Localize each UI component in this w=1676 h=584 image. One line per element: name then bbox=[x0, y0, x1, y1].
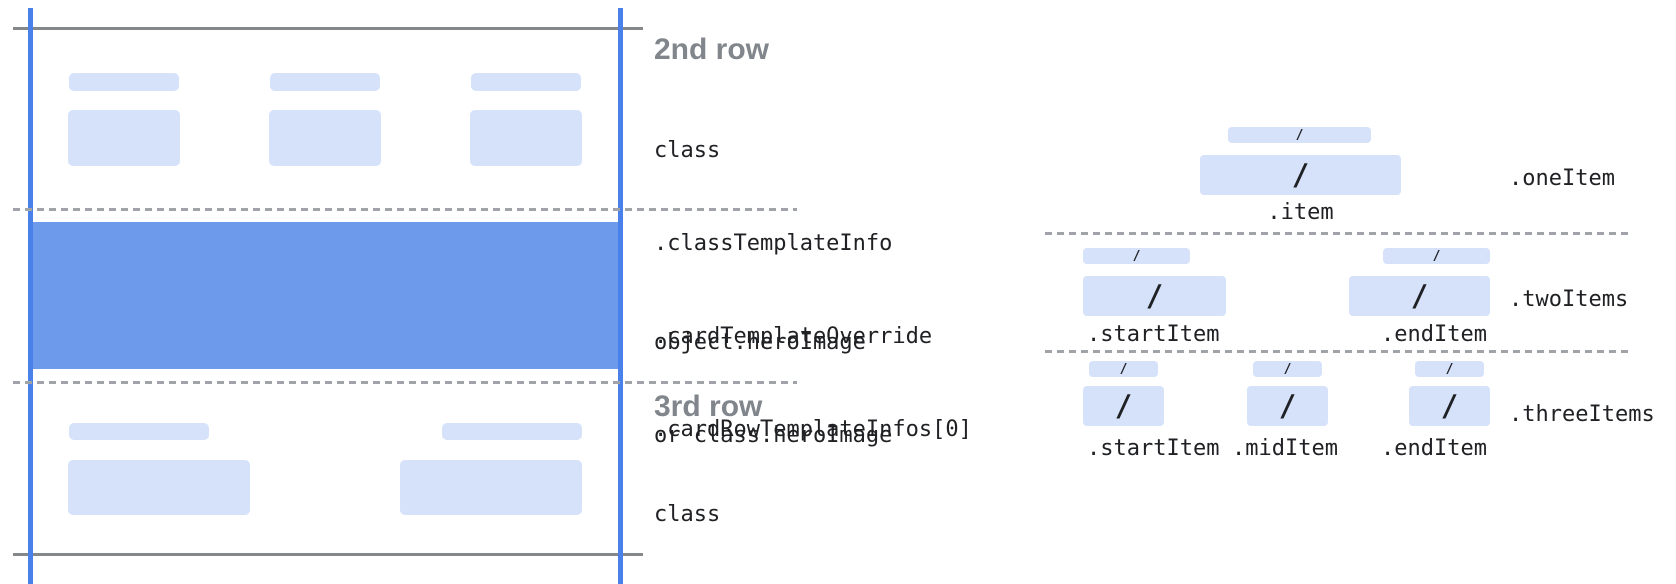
one-item-label-bar: / bbox=[1228, 127, 1371, 143]
row2-code-line: .classTemplateInfo bbox=[654, 231, 893, 256]
hero-code-line: or class.heroImage bbox=[654, 423, 893, 448]
slash-mark: / bbox=[1283, 361, 1292, 377]
three-items-side-label: .threeItems bbox=[1509, 402, 1655, 427]
three-items-mid-field-bar: / bbox=[1247, 386, 1328, 426]
item-separator-dashed-1 bbox=[1045, 232, 1630, 235]
slash-mark: / bbox=[1410, 279, 1429, 313]
row2-col3-field-placeholder bbox=[470, 110, 582, 166]
slash-mark: / bbox=[1291, 158, 1310, 192]
one-item-field-bar: / bbox=[1200, 155, 1401, 195]
slash-mark: / bbox=[1440, 389, 1459, 423]
row2-col1-label-placeholder bbox=[69, 73, 179, 91]
one-item-item-label: .item bbox=[1267, 200, 1334, 225]
three-items-mid-label-bar: / bbox=[1253, 361, 1322, 377]
slash-mark: / bbox=[1132, 248, 1141, 264]
two-items-end-field-bar: / bbox=[1349, 276, 1490, 316]
hero-code-line: object.heroImage bbox=[654, 330, 866, 355]
one-item-side-label: .oneItem bbox=[1509, 166, 1615, 191]
two-items-start-label-bar: / bbox=[1083, 248, 1190, 264]
slash-mark: / bbox=[1119, 361, 1128, 377]
row-separator-dashed-bottom bbox=[13, 381, 797, 384]
row3-heading: 3rd row bbox=[654, 390, 763, 423]
item-separator-dashed-2 bbox=[1045, 350, 1630, 353]
slash-mark: / bbox=[1278, 389, 1297, 423]
three-items-start-field-bar: / bbox=[1083, 386, 1164, 426]
card-right-margin-line bbox=[618, 8, 623, 584]
row3-end-field-placeholder bbox=[400, 460, 582, 515]
two-items-side-label: .twoItems bbox=[1509, 287, 1629, 312]
hero-code-block: object.heroImage or class.heroImage bbox=[654, 265, 892, 513]
two-items-end-label-bar: / bbox=[1383, 248, 1490, 264]
three-items-start-label-bar: / bbox=[1089, 361, 1158, 377]
row3-start-label-placeholder bbox=[69, 423, 209, 440]
card-left-margin-line bbox=[28, 8, 33, 584]
three-items-start-label: .startItem bbox=[1087, 436, 1220, 461]
card-bottom-edge-line bbox=[13, 553, 643, 556]
two-items-end-label: .endItem bbox=[1381, 322, 1487, 347]
row3-code-block: class .classTemplateInfo .cardTemplateOv… bbox=[654, 437, 972, 584]
three-items-end-label-bar: / bbox=[1415, 361, 1484, 377]
two-items-start-label: .startItem bbox=[1087, 322, 1220, 347]
row2-code-line: .cardTemplateOverride bbox=[654, 324, 933, 349]
slash-mark: / bbox=[1432, 248, 1441, 264]
slash-mark: / bbox=[1295, 127, 1304, 143]
row2-code-block: class .classTemplateInfo .cardTemplateOv… bbox=[654, 73, 972, 507]
row2-code-line: .cardRowTemplateInfos[0] bbox=[654, 417, 972, 442]
row-separator-dashed-top bbox=[13, 208, 797, 211]
card-top-edge-line bbox=[13, 27, 643, 30]
three-items-end-label: .endItem bbox=[1381, 436, 1487, 461]
three-items-mid-label: .midItem bbox=[1232, 436, 1338, 461]
row3-end-label-placeholder bbox=[442, 423, 582, 440]
slash-mark: / bbox=[1145, 279, 1164, 313]
row3-start-field-placeholder bbox=[68, 460, 250, 515]
two-items-start-field-bar: / bbox=[1083, 276, 1226, 316]
row2-heading: 2nd row bbox=[654, 33, 770, 66]
row2-col3-label-placeholder bbox=[471, 73, 581, 91]
row2-col2-label-placeholder bbox=[270, 73, 380, 91]
three-items-end-field-bar: / bbox=[1409, 386, 1490, 426]
row2-col1-field-placeholder bbox=[68, 110, 180, 166]
row2-col2-field-placeholder bbox=[269, 110, 381, 166]
slash-mark: / bbox=[1445, 361, 1454, 377]
row2-code-line: class bbox=[654, 138, 721, 163]
hero-image-band bbox=[28, 222, 623, 369]
row3-code-line: class bbox=[654, 502, 721, 527]
slash-mark: / bbox=[1114, 389, 1133, 423]
